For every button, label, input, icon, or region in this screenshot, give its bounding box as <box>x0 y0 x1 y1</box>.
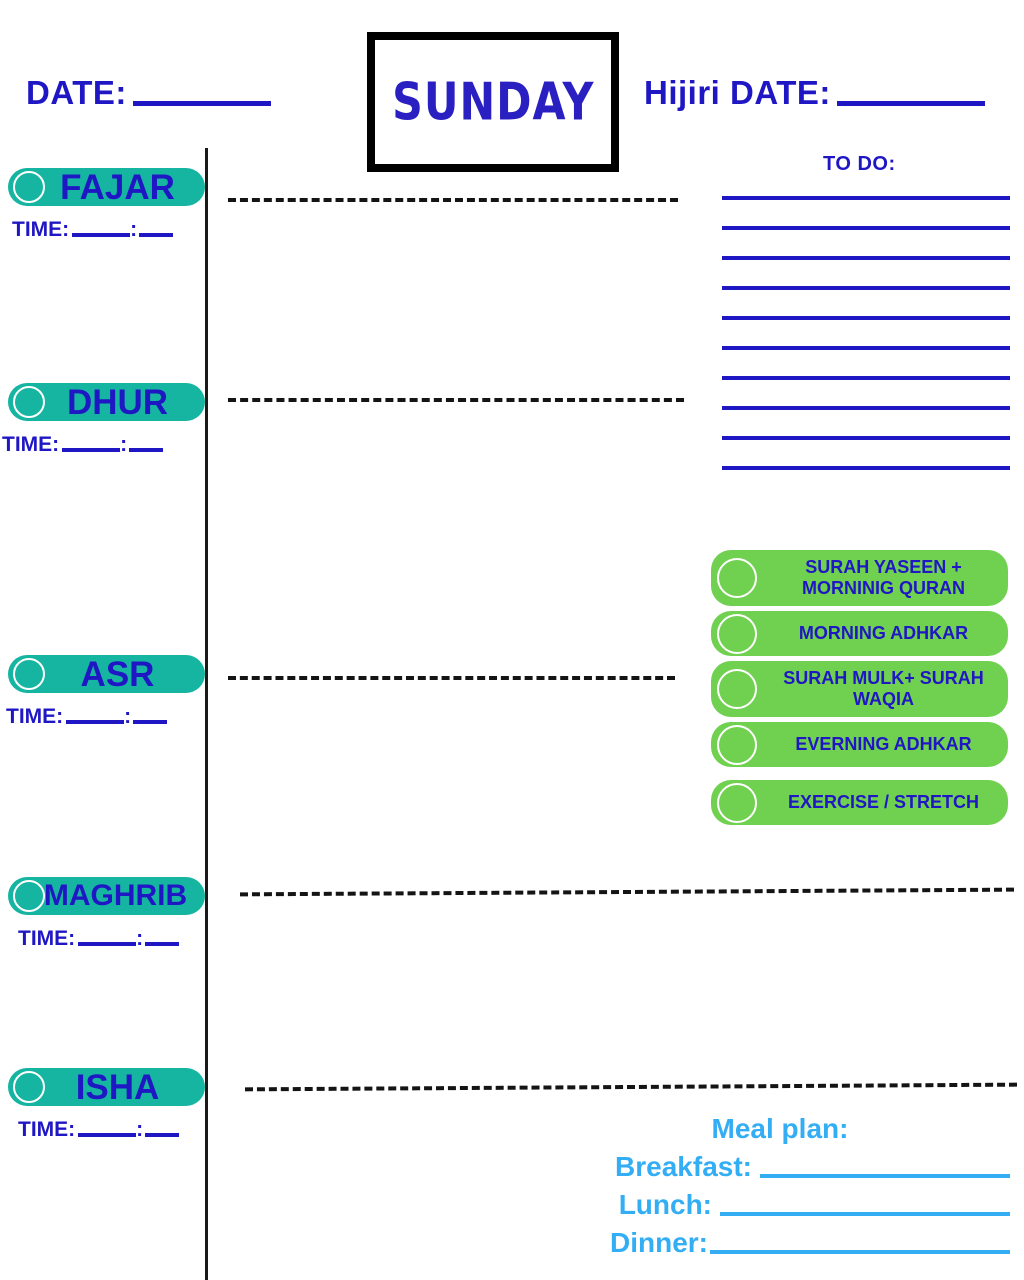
hijiri-date-blank-rule[interactable] <box>836 101 985 106</box>
prayer-name-fajar: FAJAR <box>60 167 175 207</box>
prayer-name-isha: ISHA <box>75 1067 160 1107</box>
vertical-divider <box>205 148 208 1280</box>
meal-plan-lunch[interactable]: Lunch: <box>560 1189 1010 1221</box>
time-minute-rule[interactable] <box>145 942 180 946</box>
checklist-item-surah-mulk[interactable]: SURAH MULK+ SURAH WAQIA <box>711 661 1008 717</box>
day-name-text: SUNDAY <box>391 71 595 133</box>
note-dash-line-maghrib <box>239 887 1015 897</box>
prayer-name-maghrib: MAGHRIB <box>43 879 188 912</box>
time-minute-rule[interactable] <box>129 448 164 452</box>
lunch-blank-rule[interactable] <box>720 1212 1010 1216</box>
prayer-pill-isha[interactable]: ISHA <box>8 1068 205 1106</box>
date-field[interactable]: DATE: <box>26 74 271 112</box>
note-dash-line-isha <box>244 1082 1018 1092</box>
checklist-item-surah-yaseen[interactable]: SURAH YASEEN + MORNINIG QURAN <box>711 550 1008 606</box>
checkbox-circle-icon[interactable] <box>717 613 757 654</box>
time-label: TIME: <box>18 927 76 950</box>
checkbox-circle-icon[interactable] <box>13 880 45 912</box>
todo-line[interactable] <box>722 406 1010 410</box>
prayer-block-isha: ISHA TIME:: <box>0 1068 205 1142</box>
checklist-item-evening-adhkar[interactable]: EVERNING ADHKAR <box>711 722 1008 767</box>
date-blank-rule[interactable] <box>132 101 271 106</box>
meal-plan-breakfast[interactable]: Breakfast: <box>560 1151 1010 1183</box>
note-dash-line-fajar <box>228 198 678 202</box>
todo-title: TO DO: <box>823 153 896 175</box>
breakfast-blank-rule[interactable] <box>760 1174 1010 1178</box>
todo-line[interactable] <box>722 436 1010 440</box>
checklist-item-label: MORNING ADHKAR <box>798 623 969 644</box>
prayer-time-maghrib[interactable]: TIME:: <box>18 927 205 951</box>
prayer-name-dhur: DHUR <box>66 382 169 422</box>
prayer-pill-dhur[interactable]: DHUR <box>8 383 205 421</box>
dinner-blank-rule[interactable] <box>710 1250 1010 1254</box>
checklist-item-label: EVERNING ADHKAR <box>795 734 972 755</box>
checklist-item-label: SURAH MULK+ SURAH WAQIA <box>783 668 984 709</box>
time-label: TIME: <box>6 705 64 728</box>
time-minute-rule[interactable] <box>145 1133 180 1137</box>
meal-plan-title: Meal plan: <box>711 1113 849 1144</box>
hijiri-date-label-text: Hijiri DATE: <box>644 74 831 111</box>
prayer-pill-fajar[interactable]: FAJAR <box>8 168 205 206</box>
time-hour-rule[interactable] <box>78 1133 137 1137</box>
meal-plan-section: Meal plan: Breakfast: Lunch: Dinner: <box>560 1113 1010 1259</box>
time-hour-rule[interactable] <box>78 942 137 946</box>
breakfast-label: Breakfast: <box>615 1151 752 1182</box>
todo-line[interactable] <box>722 256 1010 260</box>
checkbox-circle-icon[interactable] <box>13 1071 45 1103</box>
note-dash-line-asr <box>228 676 675 680</box>
prayer-time-dhur[interactable]: TIME:: <box>2 433 205 457</box>
prayer-time-isha[interactable]: TIME:: <box>18 1118 205 1142</box>
todo-line[interactable] <box>722 286 1010 290</box>
checklist-item-exercise[interactable]: EXERCISE / STRETCH <box>711 780 1008 825</box>
prayer-name-asr: ASR <box>80 654 155 694</box>
prayer-pill-maghrib[interactable]: MAGHRIB <box>8 877 205 915</box>
prayer-pill-asr[interactable]: ASR <box>8 655 205 693</box>
lunch-label: Lunch: <box>618 1189 712 1220</box>
checkbox-circle-icon[interactable] <box>717 724 757 765</box>
time-hour-rule[interactable] <box>66 720 125 724</box>
dinner-label: Dinner: <box>610 1227 708 1258</box>
daily-checklist: SURAH YASEEN + MORNINIG QURAN MORNING AD… <box>711 550 1008 830</box>
checkbox-circle-icon[interactable] <box>717 669 757 709</box>
todo-line[interactable] <box>722 316 1010 320</box>
todo-lines-group <box>722 196 1010 496</box>
time-label: TIME: <box>18 1118 76 1141</box>
todo-line[interactable] <box>722 196 1010 200</box>
prayer-block-dhur: DHUR TIME:: <box>0 383 205 457</box>
time-label: TIME: <box>2 433 60 456</box>
prayer-time-fajar[interactable]: TIME:: <box>12 218 205 242</box>
todo-line[interactable] <box>722 226 1010 230</box>
checklist-item-label: EXERCISE / STRETCH <box>787 792 980 813</box>
time-minute-rule[interactable] <box>133 720 168 724</box>
meal-plan-dinner[interactable]: Dinner: <box>560 1227 1010 1259</box>
todo-line[interactable] <box>722 466 1010 470</box>
note-dash-line-dhur <box>228 398 684 402</box>
checkbox-circle-icon[interactable] <box>13 658 45 690</box>
checkbox-circle-icon[interactable] <box>717 558 757 598</box>
time-hour-rule[interactable] <box>62 448 121 452</box>
todo-line[interactable] <box>722 346 1010 350</box>
checklist-item-label: SURAH YASEEN + MORNINIG QURAN <box>802 557 965 598</box>
checklist-item-morning-adhkar[interactable]: MORNING ADHKAR <box>711 611 1008 656</box>
prayer-block-asr: ASR TIME:: <box>0 655 205 729</box>
prayer-block-fajar: FAJAR TIME:: <box>0 168 205 242</box>
hijiri-date-field[interactable]: Hijiri DATE: <box>644 74 985 112</box>
day-name-box: SUNDAY <box>367 32 619 172</box>
prayer-block-maghrib: MAGHRIB TIME:: <box>0 877 205 951</box>
checkbox-circle-icon[interactable] <box>13 386 45 418</box>
date-label-text: DATE: <box>26 74 127 111</box>
prayer-time-asr[interactable]: TIME:: <box>6 705 205 729</box>
time-label: TIME: <box>12 218 70 241</box>
todo-line[interactable] <box>722 376 1010 380</box>
time-hour-rule[interactable] <box>72 233 131 237</box>
checkbox-circle-icon[interactable] <box>13 171 45 203</box>
time-minute-rule[interactable] <box>139 233 174 237</box>
checkbox-circle-icon[interactable] <box>717 782 757 823</box>
